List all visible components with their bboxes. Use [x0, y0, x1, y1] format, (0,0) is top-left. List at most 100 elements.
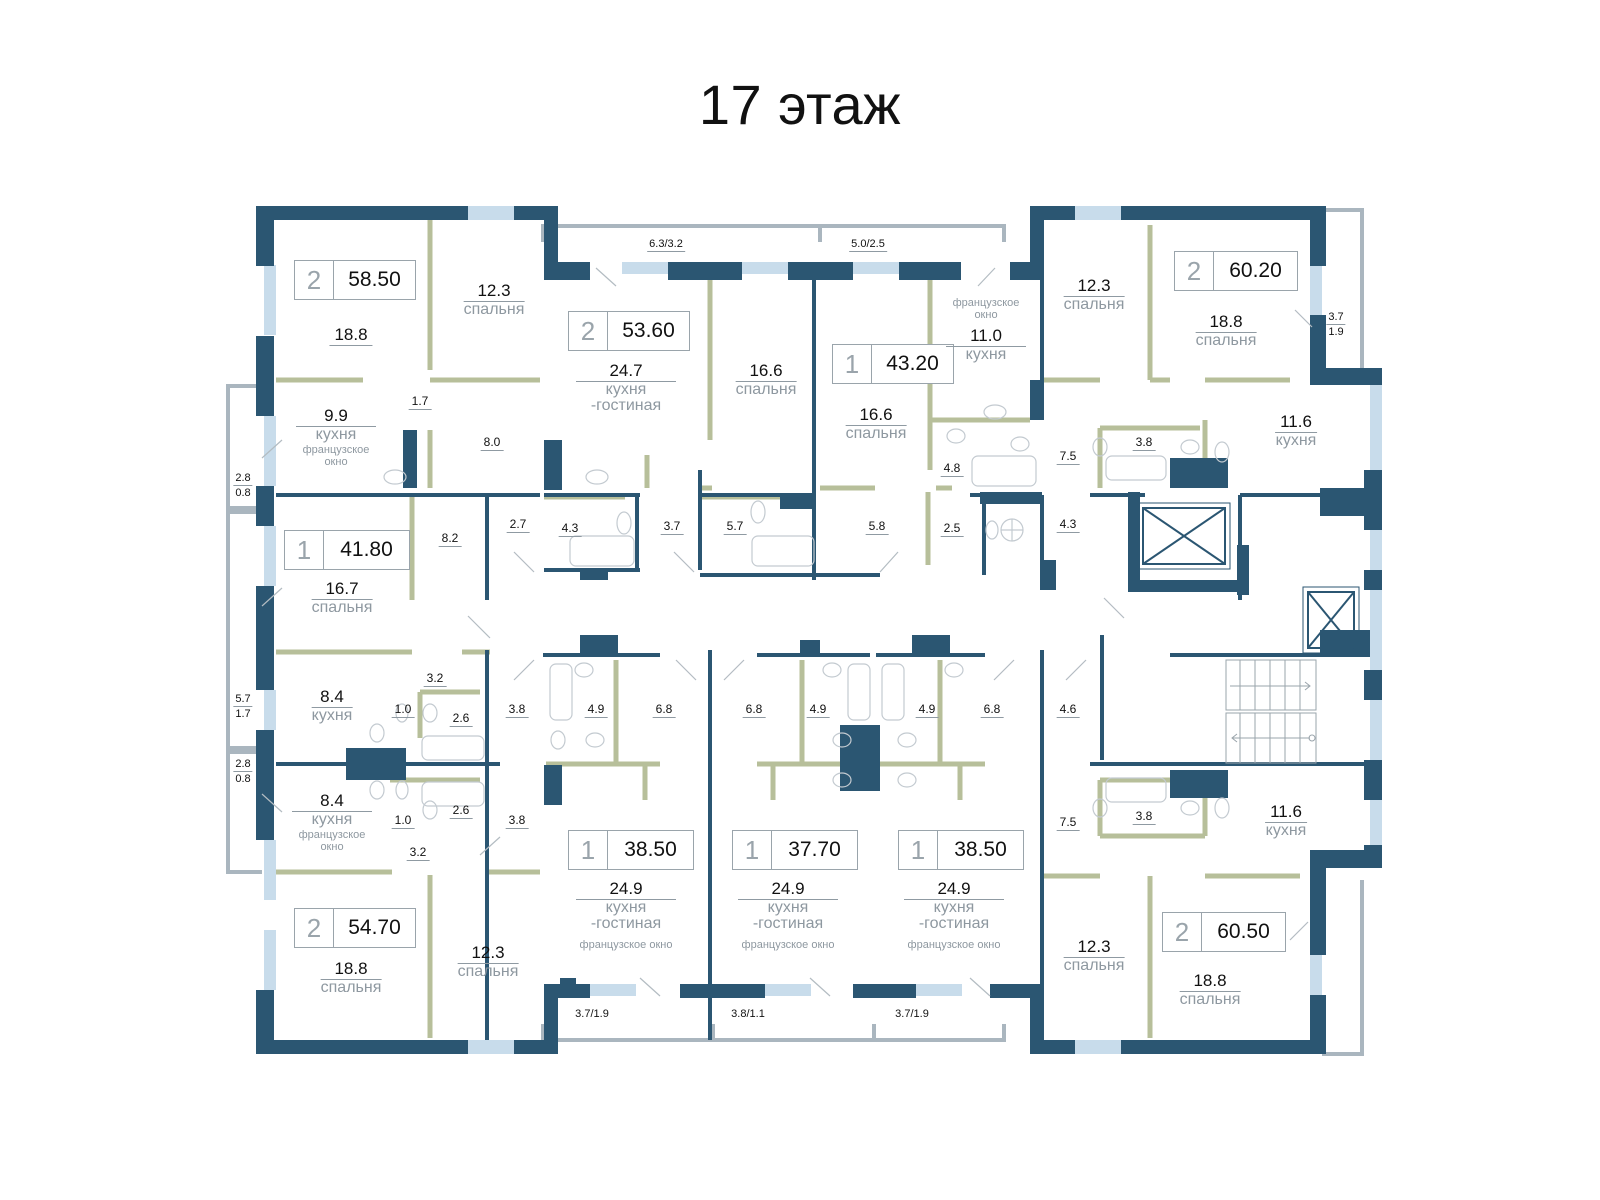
small-area-label: 4.6	[1056, 703, 1080, 718]
balcony-label: 5.0/2.5	[849, 239, 887, 252]
apartment-area: 60.20	[1229, 259, 1282, 282]
room-label: 24.9 кухня -гостиная французское окно	[738, 880, 838, 952]
room-name: спальня	[1195, 332, 1257, 349]
exterior-walls	[256, 206, 1382, 1054]
apartment-badge[interactable]: 1 43.20	[832, 344, 954, 384]
small-area-label: 1.7	[408, 395, 432, 410]
apartment-badge[interactable]: 1 38.50	[568, 830, 694, 870]
room-label: 11.6 кухня	[1265, 803, 1307, 839]
apartment-area: 54.70	[348, 916, 401, 939]
room-label: 8.4 кухня французское окно	[292, 792, 372, 853]
balcony-label: 3.7/1.9	[575, 1007, 609, 1020]
balcony-area: 3.7/1.9	[895, 1008, 929, 1020]
balcony-area-reduced: 0.8	[235, 773, 251, 785]
room-name: спальня	[457, 963, 519, 980]
small-area-label: 3.2	[406, 846, 430, 861]
apartment-badge[interactable]: 2 60.20	[1174, 251, 1298, 291]
small-area-label: 4.9	[584, 703, 608, 718]
small-area-label: 3.8	[505, 703, 529, 718]
small-area-label: 2.6	[449, 804, 473, 819]
apartment-badge[interactable]: 1 38.50	[898, 830, 1024, 870]
room-name: спальня	[320, 979, 382, 996]
room-name: кухня -гостиная	[752, 899, 824, 932]
room-label: 16.6 спальня	[845, 406, 907, 442]
room-name: кухня -гостиная	[590, 381, 662, 414]
apartment-badge[interactable]: 2 54.70	[294, 908, 416, 948]
apartment-badge[interactable]: 2 60.50	[1162, 912, 1286, 952]
interior-walls	[276, 225, 1370, 1040]
balcony-area: 2.8	[233, 758, 253, 772]
small-area-label: 6.8	[980, 703, 1004, 718]
room-label: 24.7 кухня -гостиная	[576, 362, 676, 414]
room-area: 24.9	[576, 880, 676, 900]
room-area: 8.4	[292, 792, 372, 812]
apartment-badge[interactable]: 2 53.60	[568, 311, 690, 351]
room-label: 18.8 спальня	[1179, 972, 1241, 1008]
small-area-label: 8.0	[480, 436, 504, 451]
room-name: спальня	[463, 301, 525, 318]
small-area-label: 3.8	[1132, 436, 1156, 451]
staircase	[1225, 659, 1317, 764]
small-area-label: 4.8	[940, 462, 964, 477]
room-area: 16.6	[735, 362, 797, 382]
room-note: французское окно	[579, 939, 673, 951]
room-area: 24.7	[576, 362, 676, 382]
room-area: 18.8	[1179, 972, 1241, 992]
apartment-rooms: 2	[295, 909, 334, 947]
small-area-label: 8.2	[438, 532, 462, 547]
balcony-label: 2.8 0.8	[233, 758, 253, 785]
room-name: спальня	[1063, 296, 1125, 313]
room-area: 24.9	[738, 880, 838, 900]
room-name: спальня	[735, 381, 797, 398]
room-note: французское окно	[952, 297, 1020, 321]
apartment-rooms: 1	[569, 831, 608, 869]
room-area: 16.7	[311, 580, 373, 600]
small-area-label: 2.5	[940, 522, 964, 537]
page-title: 17 этаж	[698, 73, 902, 136]
apartment-badge[interactable]: 1 37.70	[732, 830, 858, 870]
small-area-label: 4.3	[558, 522, 582, 537]
room-area: 18.8	[1195, 313, 1257, 333]
small-area-label: 7.5	[1056, 450, 1080, 465]
room-label: французское окно 11.0 кухня	[946, 297, 1026, 363]
apartment-badge[interactable]: 1 41.80	[284, 530, 410, 570]
apartment-rooms: 1	[899, 831, 938, 869]
apartment-area: 60.50	[1217, 920, 1270, 943]
room-label: 16.7 спальня	[311, 580, 373, 616]
balcony-label: 2.8 0.8	[233, 472, 253, 499]
small-area-label: 3.8	[505, 814, 529, 829]
apartment-area: 41.80	[340, 538, 393, 561]
room-name: кухня	[315, 426, 357, 443]
small-area-label: 6.8	[742, 703, 766, 718]
apartment-badge[interactable]: 2 58.50	[294, 260, 416, 300]
windows	[264, 206, 1382, 1054]
balcony-area: 2.8	[233, 472, 253, 486]
small-area-label: 7.5	[1056, 816, 1080, 831]
room-name: кухня -гостиная	[918, 899, 990, 932]
room-label: 11.6 кухня	[1275, 413, 1317, 449]
room-label: 12.3 спальня	[1063, 277, 1125, 313]
room-area: 18.8	[329, 326, 373, 346]
room-note: французское окно	[741, 939, 835, 951]
balcony-label: 3.7 1.9	[1326, 312, 1346, 338]
bathroom-fixtures	[369, 404, 1230, 820]
room-name: кухня	[1265, 822, 1307, 839]
balcony-label: 6.3/3.2	[647, 239, 685, 252]
apartment-rooms: 1	[285, 531, 324, 569]
room-label: 18.8	[329, 326, 373, 346]
apartment-area: 53.60	[622, 319, 675, 342]
room-area: 11.6	[1275, 413, 1317, 433]
apartment-area: 58.50	[348, 268, 401, 291]
room-label: 12.3 спальня	[1063, 938, 1125, 974]
room-area: 24.9	[904, 880, 1004, 900]
balcony-label: 3.8/1.1	[731, 1007, 765, 1020]
apartment-rooms: 2	[1163, 913, 1202, 951]
room-label: 24.9 кухня -гостиная французское окно	[576, 880, 676, 952]
room-name: спальня	[311, 599, 373, 616]
apartment-area: 38.50	[954, 838, 1007, 861]
small-area-label: 5.8	[865, 520, 889, 535]
room-area: 8.4	[311, 688, 353, 708]
balcony-area: 3.8/1.1	[731, 1008, 765, 1020]
room-area: 11.0	[946, 327, 1026, 348]
